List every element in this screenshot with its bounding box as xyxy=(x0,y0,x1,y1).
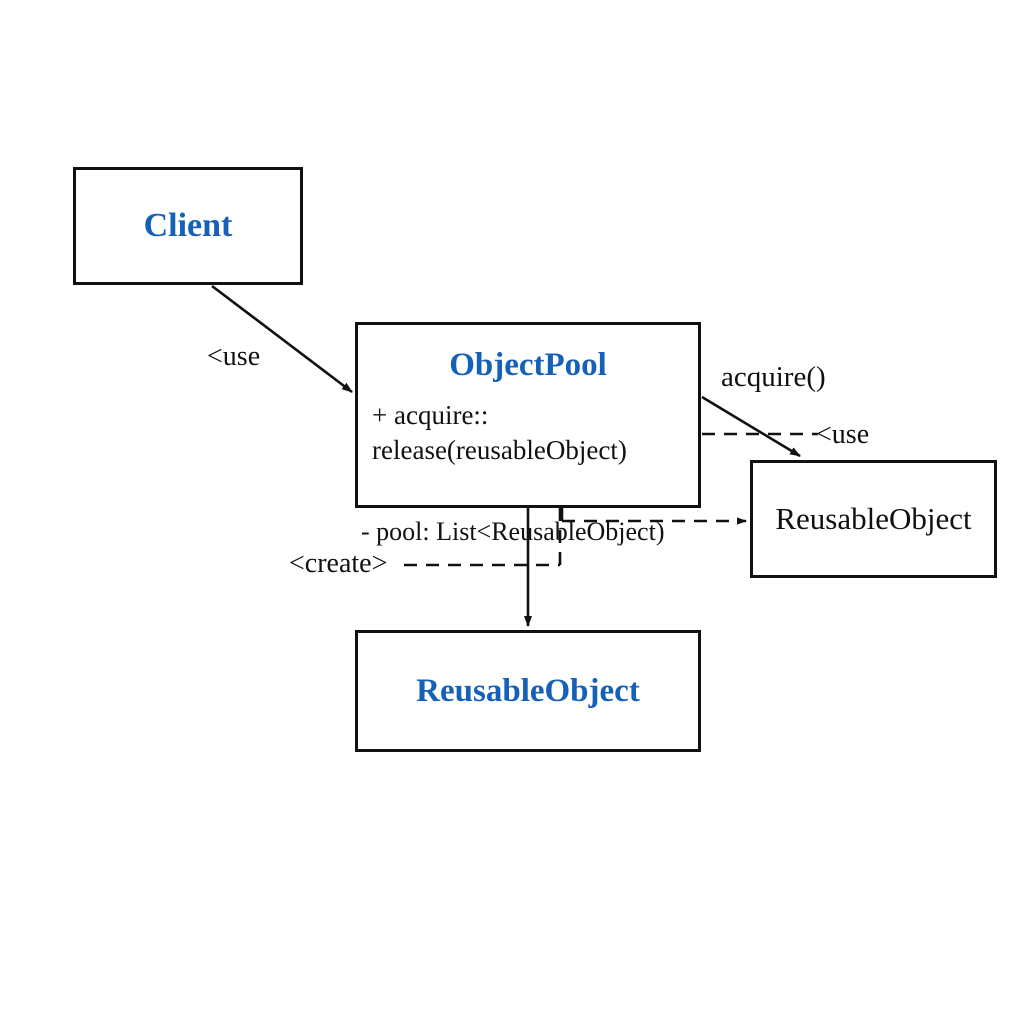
class-box-reusable-object-bottom[interactable]: ReusableObject xyxy=(355,630,701,752)
class-title-client: Client xyxy=(143,207,233,244)
class-title-reusable-object-bottom: ReusableObject xyxy=(416,672,640,709)
edge-label-use-right: <use xyxy=(816,419,870,450)
edge-objectpool-to-reusable-right-acquire xyxy=(701,395,801,458)
class-member-release: release(reusableObject) xyxy=(372,434,627,465)
edge-label-acquire: acquire() xyxy=(721,361,826,393)
edge-label-use-client: <use xyxy=(207,341,261,372)
class-box-reusable-object-right[interactable]: ReusableObject xyxy=(750,460,997,578)
class-title-reusable-object-right: ReusableObject xyxy=(775,501,972,536)
edge-client-to-objectpool xyxy=(211,284,353,394)
class-member-acquire: + acquire:: xyxy=(372,400,489,430)
class-box-client[interactable]: Client xyxy=(73,167,303,285)
class-members-objectpool: + acquire:: release(reusableObject) xyxy=(358,398,698,467)
edge-label-pool-field: - pool: List<ReusableObject) xyxy=(361,517,665,546)
class-title-objectpool: ObjectPool xyxy=(449,347,607,383)
edge-label-create: <create> xyxy=(289,548,388,579)
class-box-objectpool[interactable]: ObjectPool + acquire:: release(reusableO… xyxy=(355,322,701,508)
